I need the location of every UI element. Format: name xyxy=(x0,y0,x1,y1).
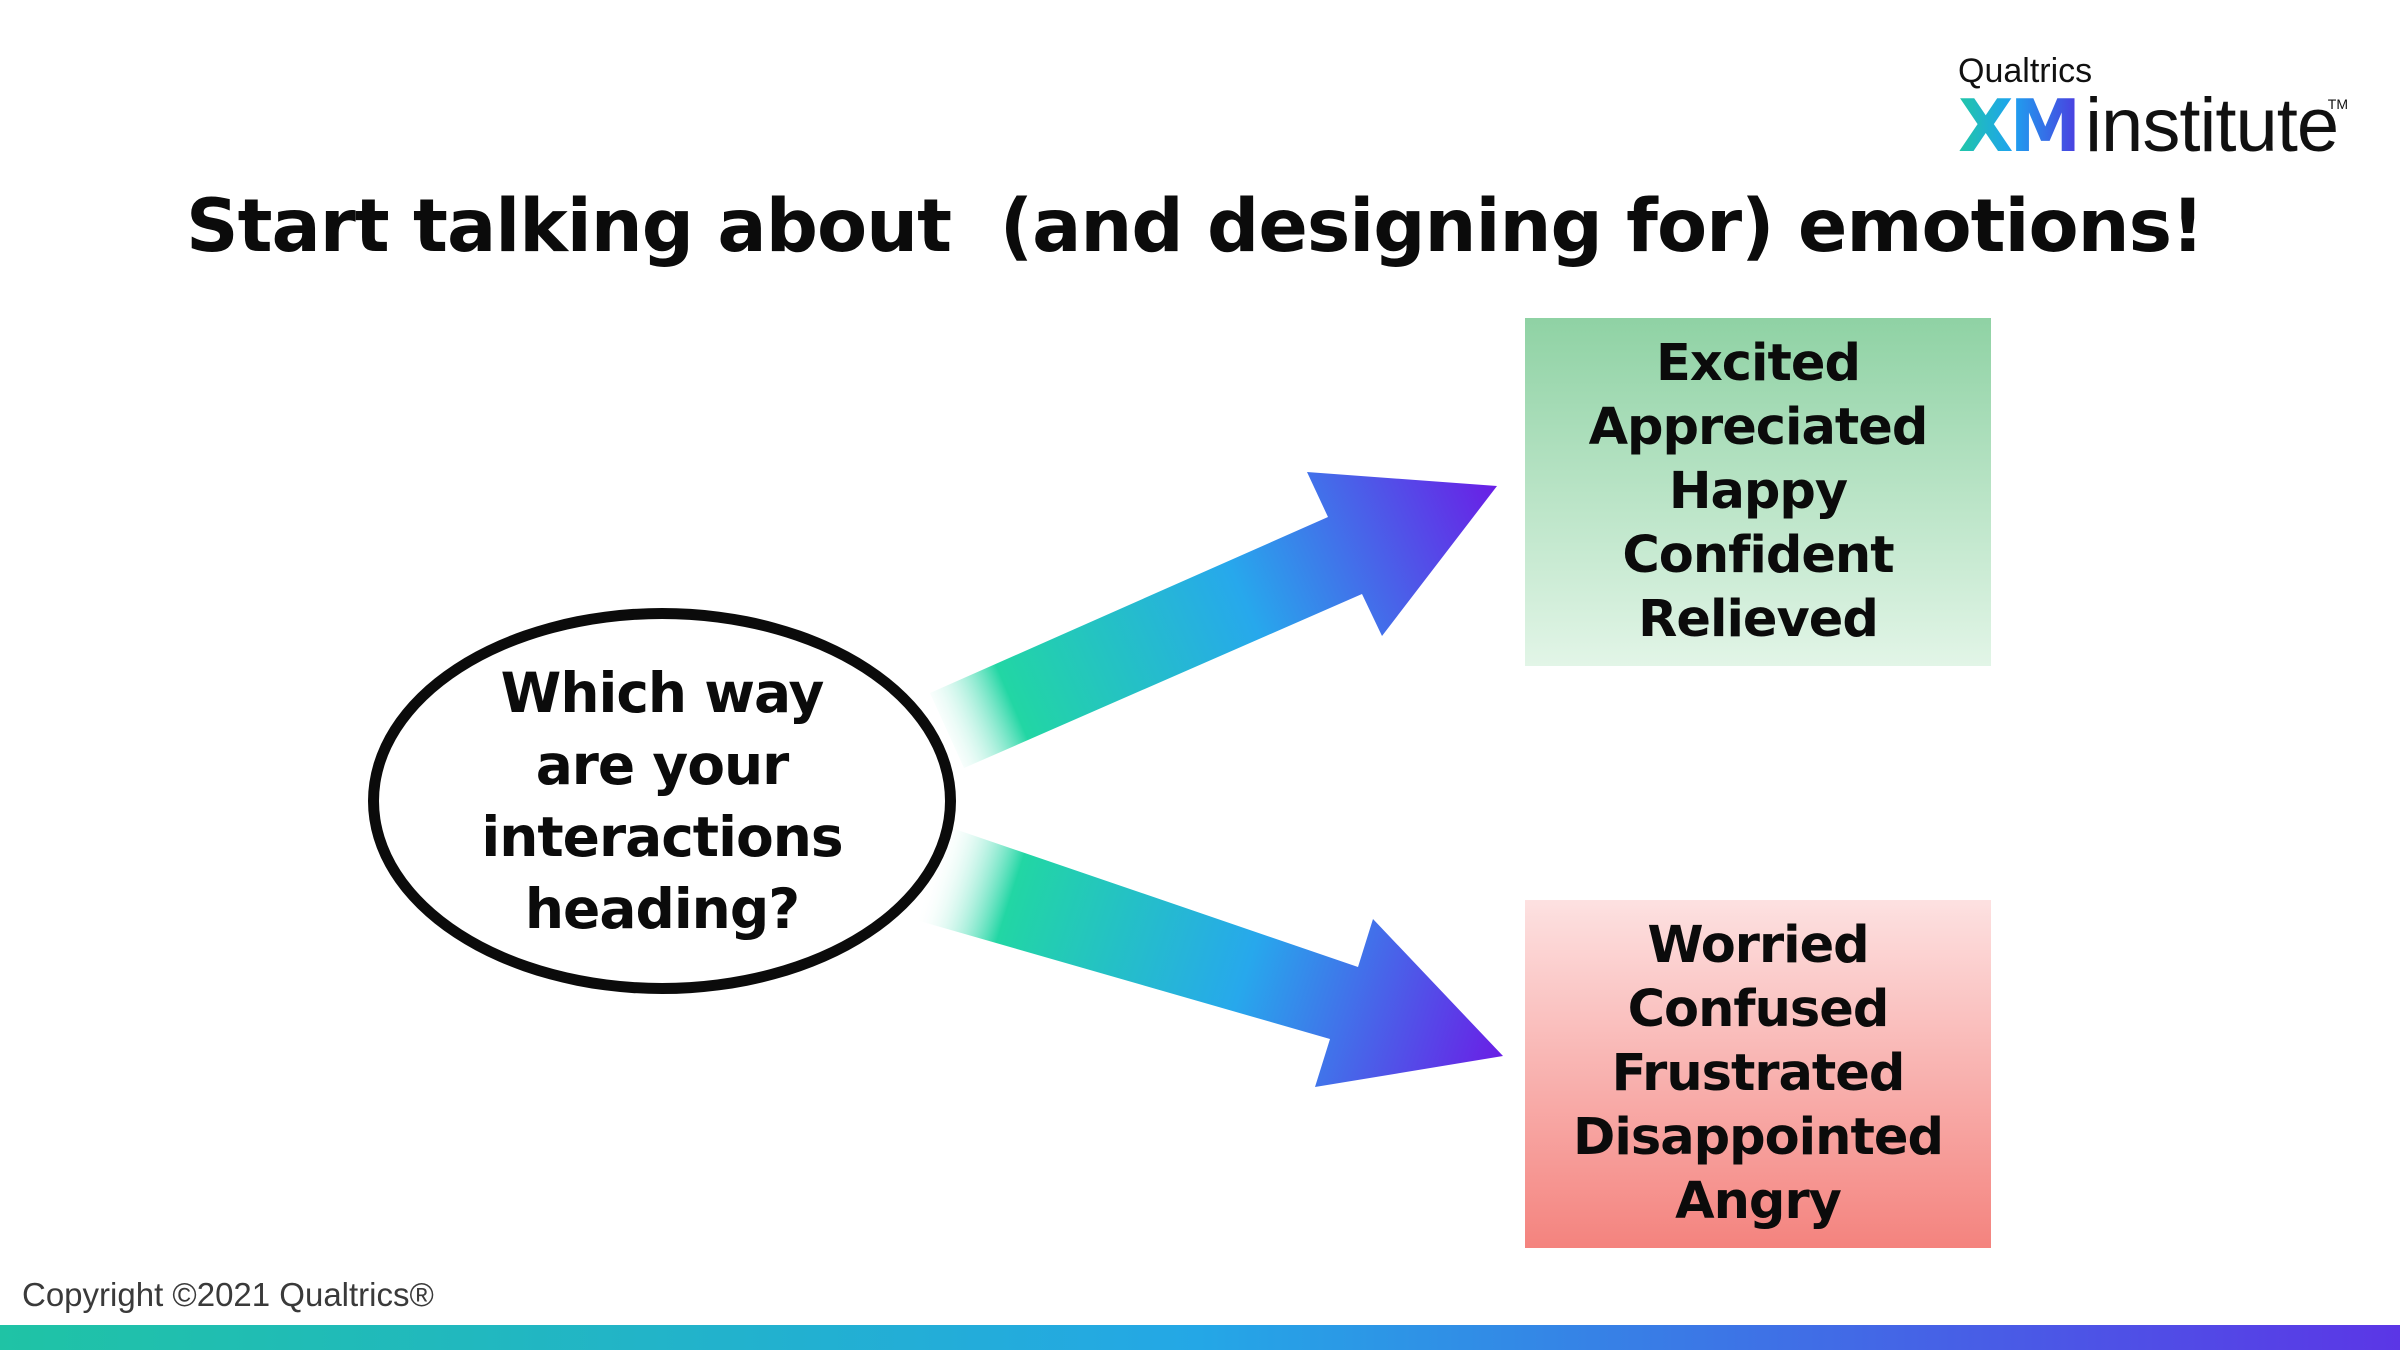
emotion-item: Happy xyxy=(1668,462,1848,521)
arrow-down-to-negative xyxy=(916,825,1503,1087)
logo-brand-text: Qualtrics xyxy=(1958,52,2093,90)
logo-xm-text: XM xyxy=(1958,84,2081,168)
center-line: are your xyxy=(535,733,790,797)
emotion-item: Excited xyxy=(1656,334,1861,393)
emotion-item: Disappointed xyxy=(1573,1108,1944,1167)
emotion-item: Confused xyxy=(1627,980,1890,1039)
center-question-oval: Which way are your interactions heading? xyxy=(368,608,956,994)
emotion-item: Worried xyxy=(1647,916,1869,975)
logo-trademark: TM xyxy=(2327,96,2348,112)
copyright-notice: Copyright ©2021 Qualtrics® xyxy=(22,1276,434,1313)
slide-title: Start talking about (and designing for) … xyxy=(186,184,2204,269)
center-line: heading? xyxy=(524,877,800,941)
center-line: Which way xyxy=(500,661,825,725)
emotion-item: Angry xyxy=(1675,1172,1842,1231)
bottom-gradient-bar xyxy=(0,1325,2400,1350)
center-question: Which way are your interactions heading? xyxy=(481,657,843,945)
emotion-item: Frustrated xyxy=(1611,1044,1906,1103)
center-line: interactions xyxy=(481,805,843,869)
logo-institute-text: institute xyxy=(2085,83,2339,168)
negative-emotions-box: Worried Confused Frustrated Disappointed… xyxy=(1525,900,1991,1248)
emotion-item: Appreciated xyxy=(1588,398,1929,457)
emotion-item: Confident xyxy=(1622,526,1894,585)
arrow-up-to-positive xyxy=(930,472,1497,768)
positive-emotions-box: Excited Appreciated Happy Confident Reli… xyxy=(1525,318,1991,666)
emotion-item: Relieved xyxy=(1638,590,1879,649)
